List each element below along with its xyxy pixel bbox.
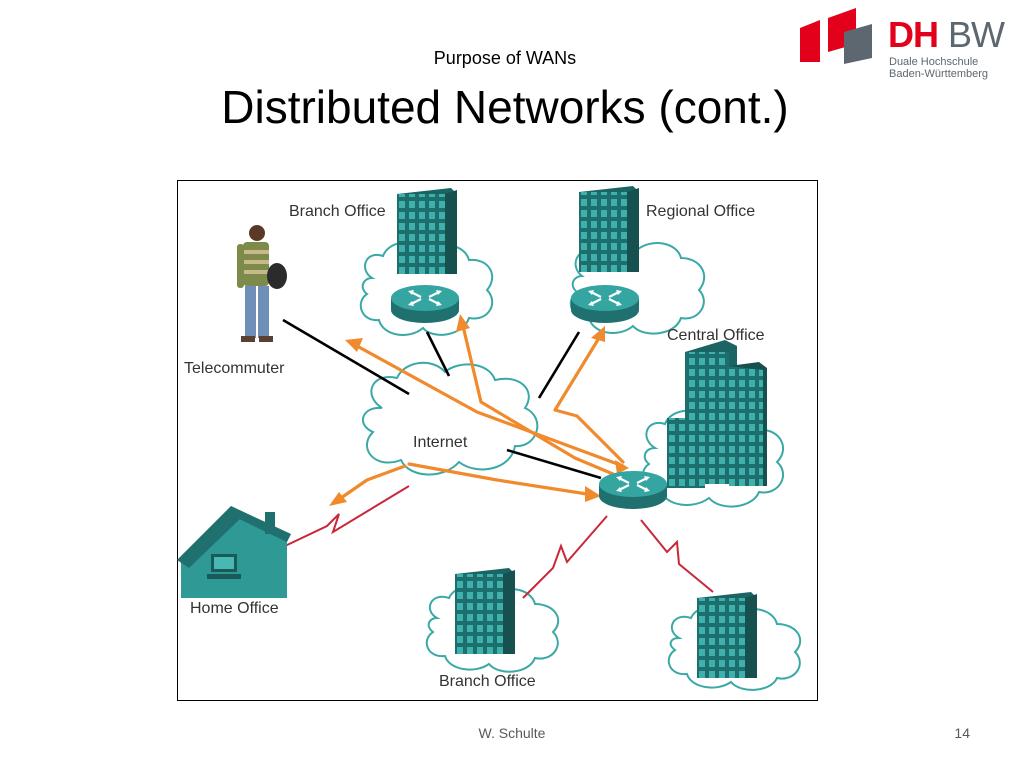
telecommuter-person xyxy=(237,225,287,342)
label-home-office: Home Office xyxy=(190,600,279,617)
slide-subtitle: Purpose of WANs xyxy=(433,48,577,68)
label-internet: Internet xyxy=(413,434,468,451)
router-regional xyxy=(569,283,641,325)
label-central-office: Central Office xyxy=(667,327,765,344)
link-telecommuter-internet xyxy=(282,318,410,396)
arrow-internet-to-home xyxy=(339,464,407,500)
wan-link-home xyxy=(284,485,410,547)
logo-mark-gray xyxy=(844,24,872,64)
network-diagram: Branch Office Regional Office Central Of… xyxy=(177,186,802,691)
link-internet-central xyxy=(506,448,602,480)
cloud-internet xyxy=(361,361,539,476)
building-central xyxy=(667,340,767,488)
logo-line-1: Duale Hochschule xyxy=(889,56,979,68)
arrowhead-branch xyxy=(456,314,470,332)
label-branch-office-top: Branch Office xyxy=(289,203,386,220)
dhbw-logo xyxy=(800,8,872,64)
arrowhead-central-2 xyxy=(615,460,629,474)
arrow-central-to-telecommuter xyxy=(355,344,625,468)
arrow-internet-to-central xyxy=(407,462,589,496)
router-central xyxy=(597,469,669,511)
building-branch-top xyxy=(397,188,457,274)
arrow-central-to-branch xyxy=(461,324,615,476)
logo-mark-red xyxy=(800,20,820,62)
page-number: 14 xyxy=(954,725,970,741)
wan-link-branch-bottom xyxy=(522,515,608,599)
logo-text-dh: DH xyxy=(888,14,939,55)
link-branch-internet xyxy=(425,331,451,377)
arrowhead-regional xyxy=(591,326,605,342)
label-regional-office: Regional Office xyxy=(646,203,755,220)
diagram-frame xyxy=(177,180,818,701)
building-regional xyxy=(579,186,639,272)
home-office-house xyxy=(177,506,291,598)
building-branch-bottom xyxy=(455,568,515,654)
arrowhead-central-1 xyxy=(585,486,601,502)
wan-link-remote xyxy=(640,519,714,593)
arrowhead-home xyxy=(329,492,347,506)
label-telecommuter: Telecommuter xyxy=(184,360,285,377)
router-branch-top xyxy=(389,283,461,325)
building-remote xyxy=(697,592,757,678)
slide-title: Distributed Networks (cont.) xyxy=(221,81,789,133)
arrow-central-to-regional xyxy=(553,336,625,464)
link-regional-internet xyxy=(537,331,581,399)
arrowhead-telecommuter xyxy=(345,338,363,352)
footer-author: W. Schulte xyxy=(478,725,546,741)
logo-line-2: Baden-Württemberg xyxy=(889,68,989,80)
label-branch-office-bottom: Branch Office xyxy=(439,673,536,690)
logo-text-bw: BW xyxy=(948,14,1005,55)
